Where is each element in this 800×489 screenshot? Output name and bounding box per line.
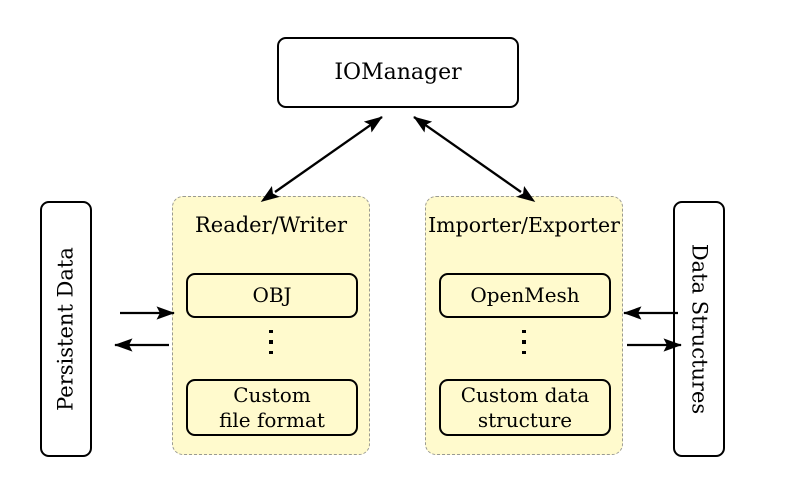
reader-writer-title: Reader/Writer	[194, 213, 348, 237]
arrow-iomanager-importerexporter	[413, 116, 536, 203]
custom-file-format-label: Custom file format	[219, 383, 325, 432]
custom-data-structure-line2: structure	[477, 407, 573, 432]
io-manager-label: IOManager	[334, 59, 462, 85]
arrow-iomanager-readerwriter	[260, 116, 383, 203]
data-structures-label: Data Structures	[687, 243, 712, 415]
custom-file-format-line2: file format	[219, 407, 325, 432]
importer-exporter-ellipsis-icon	[426, 330, 622, 355]
io-manager-node[interactable]: IOManager	[277, 37, 519, 108]
importer-exporter-panel[interactable]: Importer/Exporter OpenMesh Custom data s…	[425, 196, 623, 455]
custom-file-format-node[interactable]: Custom file format	[186, 379, 358, 436]
obj-label: OBJ	[252, 283, 292, 308]
custom-file-format-line1: Custom	[233, 383, 311, 408]
data-structures-node[interactable]: Data Structures	[673, 201, 725, 457]
custom-data-structure-node[interactable]: Custom data structure	[439, 379, 611, 436]
obj-node[interactable]: OBJ	[186, 273, 358, 318]
importer-exporter-title: Importer/Exporter	[428, 213, 620, 237]
custom-data-structure-line1: Custom data	[460, 383, 590, 408]
persistent-data-label: Persistent Data	[53, 247, 78, 411]
openmesh-label: OpenMesh	[470, 283, 580, 308]
custom-data-structure-label: Custom data structure	[461, 383, 590, 432]
reader-writer-panel[interactable]: Reader/Writer OBJ Custom file format	[172, 196, 370, 455]
openmesh-node[interactable]: OpenMesh	[439, 273, 611, 318]
reader-writer-ellipsis-icon	[173, 330, 369, 355]
persistent-data-node[interactable]: Persistent Data	[40, 201, 92, 457]
